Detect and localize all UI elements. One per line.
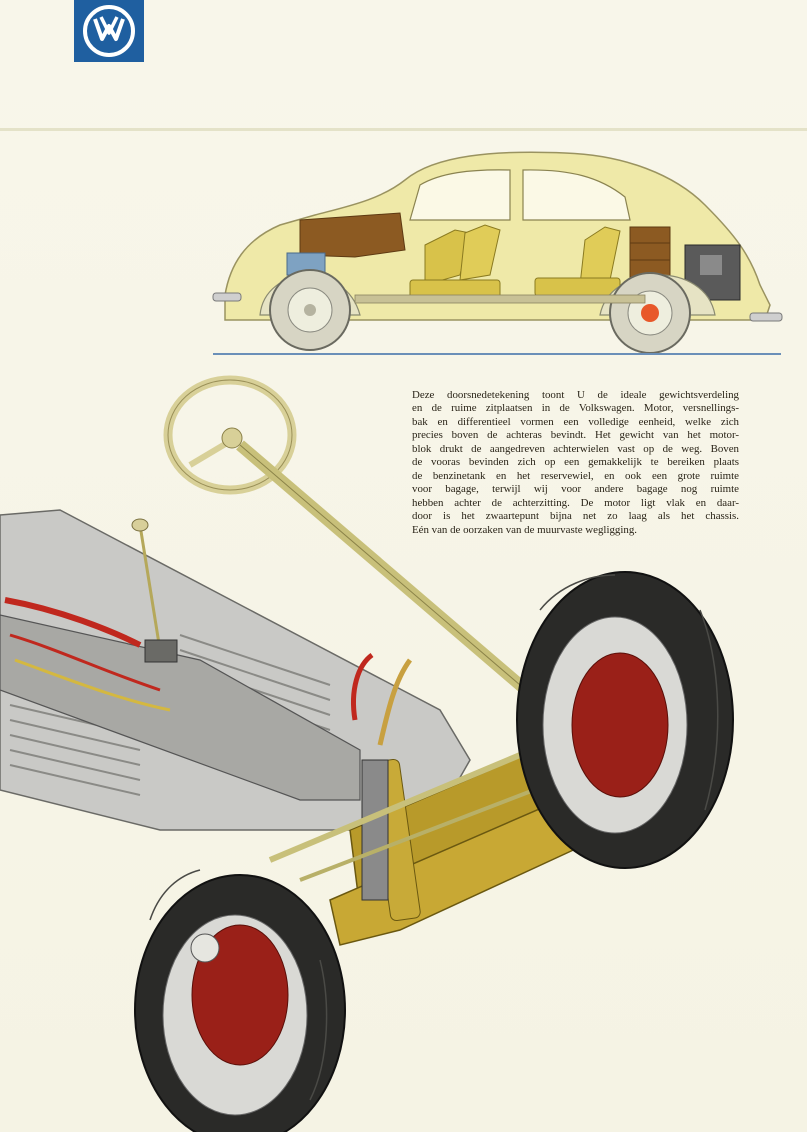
- header-rule: [0, 128, 807, 131]
- caption-line: de vooras bevinden zich op een gemakkeli…: [412, 456, 739, 469]
- caption-paragraph: Deze doorsnedetekening toont U de ideale…: [412, 389, 739, 537]
- caption-line: precies boven de achteras bevindt. Het g…: [412, 429, 739, 442]
- vw-logo-icon: [74, 0, 144, 62]
- caption-line: door is het zwaartepunt bijna net zo laa…: [412, 510, 739, 523]
- caption-line: en de ruime zitplaatsen in de Volkswagen…: [412, 402, 739, 415]
- caption-line: hebben achter de achterzitting. De motor…: [412, 496, 739, 509]
- caption-line: blok drukt de aangedreven achterwielen v…: [412, 442, 739, 455]
- illustration-baseline: [213, 353, 781, 355]
- caption-line: Deze doorsnedetekening toont U de ideale…: [412, 389, 739, 401]
- caption-line: de benzinetank en het reservewiel, en oo…: [412, 469, 739, 482]
- caption-line: Eén van de oorzaken van de muurvaste weg…: [412, 523, 637, 536]
- beetle-cutaway-illustration: [212, 151, 783, 354]
- caption-line: voor bagage, terwijl wij voor andere bag…: [412, 483, 739, 496]
- front-axle-chassis-illustration: [0, 375, 734, 1132]
- caption-line: bak en differentieel vormen een volledig…: [412, 415, 739, 428]
